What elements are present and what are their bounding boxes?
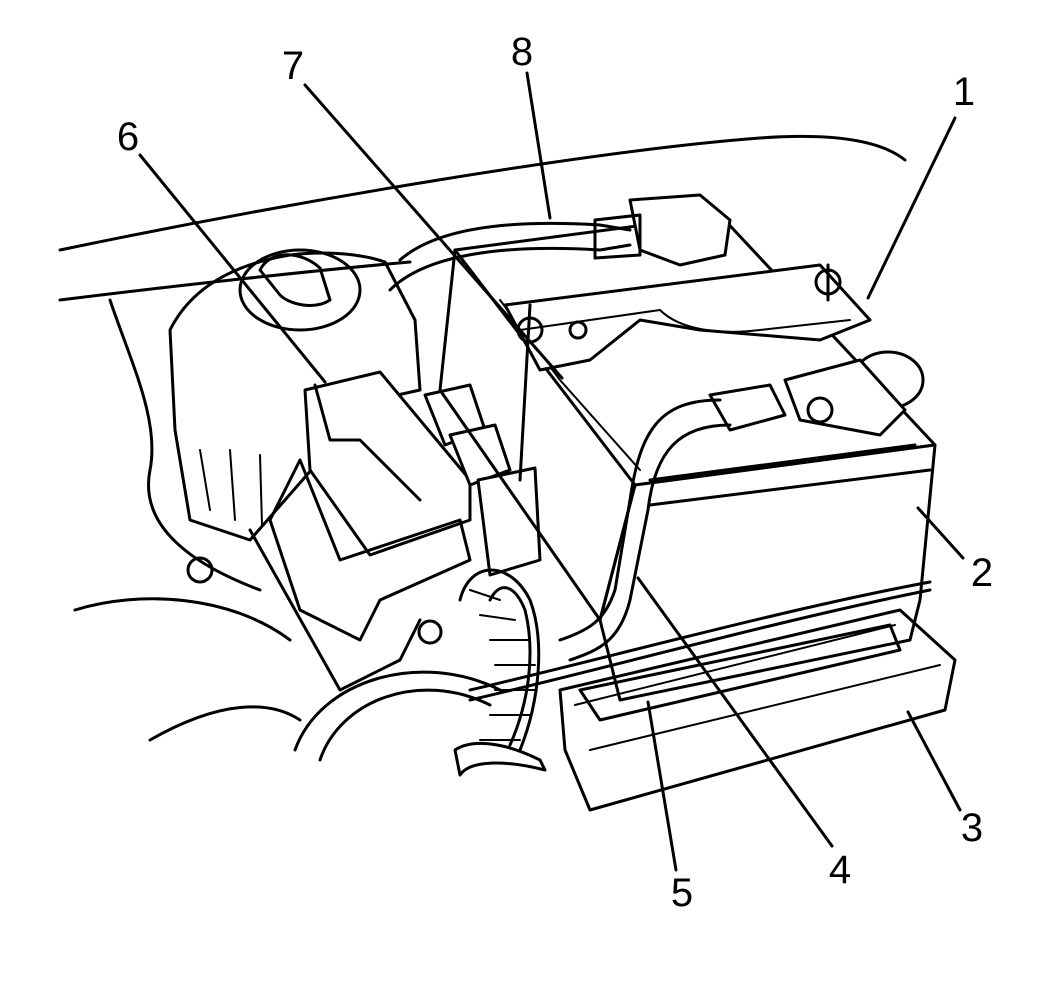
callout-8: 8	[510, 30, 534, 74]
reservoir-cap	[238, 248, 362, 332]
negative-cable	[558, 398, 722, 642]
hold-down-strap	[503, 263, 872, 372]
fuse-block-bracket	[248, 528, 422, 692]
leader-7	[303, 83, 564, 380]
callout-4: 4	[828, 848, 852, 892]
wiring-harness-loop	[458, 568, 541, 752]
bolt-left	[186, 556, 214, 584]
lower-hose-2	[318, 688, 492, 762]
leader-2	[916, 506, 965, 560]
negative-cable-2	[568, 423, 732, 662]
battery-left-side	[438, 248, 637, 622]
fuse-block-cover	[303, 370, 472, 557]
lower-hose	[293, 670, 502, 752]
battery-tray	[558, 608, 957, 812]
strap-bolt-mid	[568, 320, 588, 340]
positive-cable	[398, 221, 632, 262]
vent-tube-2	[468, 580, 932, 692]
fuse-block-base	[268, 458, 472, 642]
hold-down-bolt-left	[518, 303, 532, 482]
reservoir-hose	[258, 253, 332, 307]
battery-insulator	[578, 623, 902, 722]
negative-ring-lug	[708, 383, 787, 432]
harness-ribs	[469, 589, 536, 741]
leader-1	[866, 116, 957, 300]
harness-end	[453, 741, 547, 777]
wiring-harness-loop-2	[488, 586, 532, 747]
lower-left-curve	[73, 597, 292, 642]
leader-8	[525, 71, 552, 220]
callout-2: 2	[970, 551, 994, 595]
negative-clamp-bolt	[806, 396, 834, 424]
reservoir-body	[168, 251, 422, 542]
callout-3: 3	[960, 806, 984, 850]
bolt-fuse-block	[417, 619, 443, 645]
fender-line	[58, 260, 412, 302]
hold-down-nut-right	[814, 268, 842, 296]
leader-3	[906, 710, 962, 812]
reservoir-ribs	[199, 449, 263, 526]
lower-left-curve-2	[148, 705, 302, 742]
battery-front	[598, 443, 937, 702]
callout-7: 7	[281, 44, 305, 88]
callout-1: 1	[952, 70, 976, 114]
positive-cable-2	[388, 243, 632, 292]
relay-3	[476, 466, 542, 577]
strap-edge	[519, 309, 851, 333]
battery-top-lip	[648, 443, 932, 507]
callout-5: 5	[670, 871, 694, 915]
leader-5	[646, 700, 678, 872]
positive-clamp	[593, 213, 642, 260]
hood-edge-line	[58, 134, 907, 252]
negative-terminal-clamp	[783, 358, 907, 437]
inner-fender-curve	[108, 298, 262, 592]
fuse-block-top-edge	[313, 383, 422, 502]
leader-4	[636, 576, 834, 848]
tray-inner	[574, 624, 941, 751]
leader-6	[138, 153, 327, 384]
callout-6: 6	[116, 115, 140, 159]
